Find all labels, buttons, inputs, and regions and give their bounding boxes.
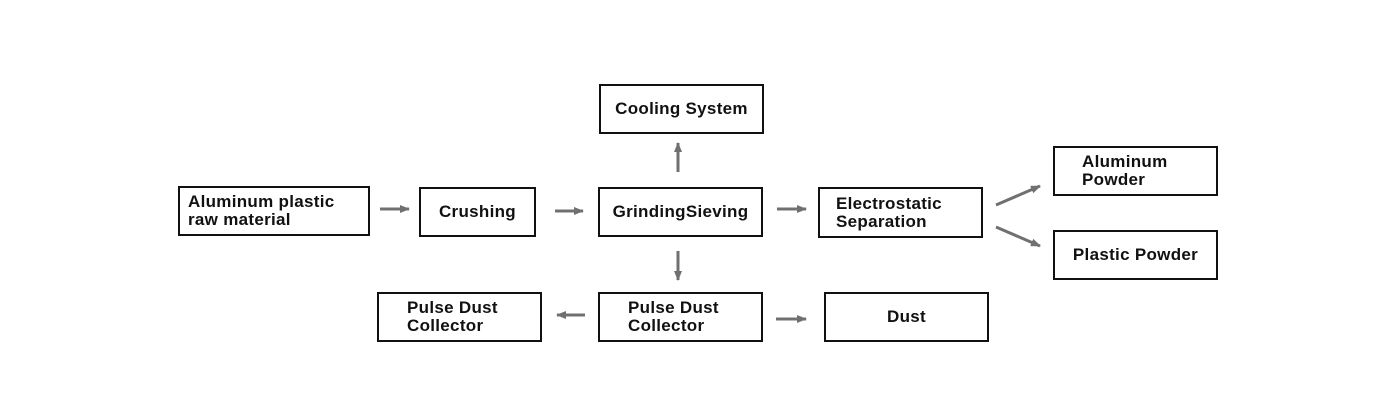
node-electrostatic-separation: Electrostatic Separation — [818, 187, 983, 238]
node-electrostatic-separation-line1: Electrostatic — [836, 193, 942, 213]
node-raw-material-line2: raw material — [188, 210, 291, 229]
node-pulse-dust-collector-center: Pulse Dust Collector — [598, 292, 763, 342]
node-dust: Dust — [824, 292, 989, 342]
node-aluminum-powder: Aluminum Powder — [1053, 146, 1218, 196]
node-grinding-sieving-label: GrindingSieving — [612, 202, 749, 221]
node-pulse-dust-collector-center-line2: Collector — [628, 316, 705, 335]
node-aluminum-powder-line2: Powder — [1082, 170, 1146, 189]
node-cooling-system: Cooling System — [599, 84, 764, 134]
node-grinding-sieving: GrindingSieving — [598, 187, 763, 237]
node-dust-label: Dust — [887, 307, 926, 326]
node-pulse-dust-collector-left: Pulse Dust Collector — [377, 292, 542, 342]
node-crushing: Crushing — [419, 187, 536, 237]
node-pulse-dust-collector-left-line1: Pulse Dust — [407, 298, 498, 317]
node-crushing-label: Crushing — [438, 202, 516, 221]
node-raw-material-line1: Aluminum plastic — [188, 192, 335, 211]
node-pulse-dust-collector-center-line1: Pulse Dust — [628, 298, 719, 317]
node-pulse-dust-collector-left-line2: Collector — [407, 316, 484, 335]
node-electrostatic-separation-line2: Separation — [836, 211, 927, 231]
arrow-electrostatic-to-aluminum — [995, 184, 1041, 207]
node-cooling-system-label: Cooling System — [615, 99, 748, 118]
node-aluminum-powder-line1: Aluminum — [1082, 152, 1168, 171]
node-raw-material: Aluminum plastic raw material — [178, 186, 370, 236]
node-plastic-powder-label: Plastic Powder — [1072, 245, 1199, 264]
node-plastic-powder: Plastic Powder — [1053, 230, 1218, 280]
arrow-electrostatic-to-plastic — [995, 225, 1041, 248]
